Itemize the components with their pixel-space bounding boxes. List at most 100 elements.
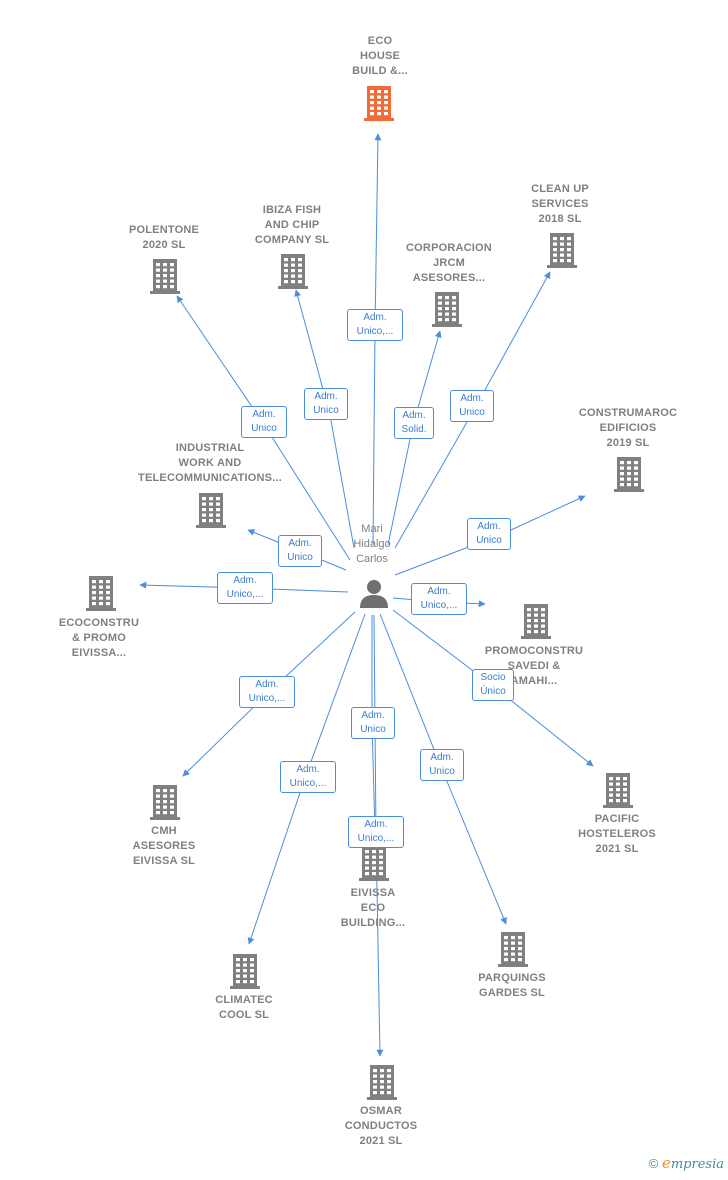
relation-label-corporacion[interactable]: Adm. Solid. xyxy=(394,407,434,439)
company-label-line: CONDUCTOS xyxy=(344,1120,418,1132)
building-icon[interactable] xyxy=(430,291,464,327)
company-label-line: SERVICES xyxy=(531,198,589,210)
relation-label-line: Adm. xyxy=(361,710,385,721)
company-label-line: WORK AND xyxy=(178,457,242,469)
relation-label-line: Único xyxy=(480,686,506,697)
relation-label-line: Adm. xyxy=(255,679,279,690)
company-label-line: AND CHIP xyxy=(264,219,320,231)
company-label-line: IBIZA FISH xyxy=(262,204,322,216)
company-label-line: POLENTONE xyxy=(128,224,200,236)
company-label-line: EIVISSA xyxy=(350,887,396,899)
building-icon[interactable] xyxy=(148,258,182,294)
relation-label-climatec[interactable]: Adm. Unico,... xyxy=(280,761,336,793)
relation-label-polentone[interactable]: Adm. Unico xyxy=(241,406,287,438)
relation-label-line: Unico,... xyxy=(356,326,394,337)
relation-label-line: Unico xyxy=(251,423,277,434)
relation-label-line: Solid. xyxy=(401,424,427,435)
company-label-line: BUILDING... xyxy=(340,917,406,929)
relation-label-parquings[interactable]: Adm.Unico xyxy=(420,749,464,781)
company-label-line: 2018 SL xyxy=(538,213,582,225)
relation-label-line: Socio xyxy=(480,672,506,683)
company-label-line: 2019 SL xyxy=(606,437,650,449)
brand-initial: e xyxy=(661,1154,671,1172)
company-label-line: HOSTELEROS xyxy=(578,828,656,840)
company-label-line: JRCM xyxy=(433,257,465,269)
company-label-ecoconstru[interactable]: ECOCONSTRU & PROMO EIVISSA... xyxy=(19,616,179,661)
building-icon[interactable] xyxy=(84,575,118,611)
company-label-line: GARDES SL xyxy=(479,987,545,999)
building-icon[interactable] xyxy=(357,845,391,881)
relation-label-osmar[interactable]: Adm.Unico,... xyxy=(348,816,404,848)
relation-label-line: Unico,... xyxy=(289,778,327,789)
relation-label-line: Adm. xyxy=(288,538,312,549)
company-label-line: ASESORES xyxy=(132,840,196,852)
company-label-line: BUILD &... xyxy=(352,65,408,77)
relation-label-eco-house[interactable]: Adm.Unico,... xyxy=(347,309,403,341)
relation-label-ibiza-fish[interactable]: Adm.Unico xyxy=(304,388,348,420)
building-icon[interactable] xyxy=(148,784,182,820)
building-icon[interactable] xyxy=(519,603,553,639)
company-label-line: COMPANY SL xyxy=(254,234,330,246)
relation-label-line: Adm. xyxy=(252,409,276,420)
relation-label-line: Unico xyxy=(287,552,313,563)
relation-label-line: Adm. xyxy=(477,521,501,532)
relation-label-line: Adm. xyxy=(314,391,338,402)
person-icon[interactable] xyxy=(358,578,390,610)
relation-label-line: Unico xyxy=(429,766,455,777)
building-icon[interactable] xyxy=(194,492,228,528)
company-label-ibiza-fish[interactable]: IBIZA FISH AND CHIP COMPANY SL xyxy=(212,203,372,248)
company-label-line: PACIFIC xyxy=(594,813,640,825)
building-icon[interactable] xyxy=(276,253,310,289)
company-label-line: ECO xyxy=(360,902,386,914)
relation-label-eivissa-eco[interactable]: Adm. Unico xyxy=(351,707,395,739)
building-icon[interactable] xyxy=(496,931,530,967)
company-label-line: EIVISSA SL xyxy=(132,855,196,867)
company-label-line: EIVISSA... xyxy=(71,647,127,659)
relation-label-line: Unico xyxy=(360,724,386,735)
building-icon[interactable] xyxy=(601,772,635,808)
relation-label-line: Adm. xyxy=(402,410,426,421)
company-label-line: CLIMATEC xyxy=(215,994,273,1006)
company-label-line: SAVEDI & xyxy=(507,660,561,672)
center-name-line: Hidalgo xyxy=(353,538,391,550)
company-label-climatec[interactable]: CLIMATEC COOL SL xyxy=(164,993,324,1023)
company-label-line: COOL SL xyxy=(218,1009,270,1021)
relation-label-line: Unico,... xyxy=(226,589,264,600)
relation-label-promoconstru[interactable]: Adm.Unico,... xyxy=(411,583,467,615)
relation-label-construmaroc[interactable]: Adm.Unico xyxy=(467,518,511,550)
company-label-eivissa-eco[interactable]: EIVISSA ECO BUILDING... xyxy=(293,886,453,931)
company-label-line: ECOCONSTRU xyxy=(58,617,140,629)
company-label-line: EDIFICIOS xyxy=(599,422,657,434)
relation-label-line: Adm. xyxy=(296,764,320,775)
relation-label-line: Unico,... xyxy=(248,693,286,704)
center-person-label[interactable]: Mari Hidalgo Carlos xyxy=(332,522,412,567)
relation-label-clean-up[interactable]: Adm.Unico xyxy=(450,390,494,422)
company-label-line: TELECOMMUNICATIONS... xyxy=(138,472,282,484)
company-label-line: ASESORES... xyxy=(412,272,486,284)
company-label-line: 2021 SL xyxy=(595,843,639,855)
relation-label-line: Adm. xyxy=(460,393,484,404)
building-icon[interactable] xyxy=(362,85,396,121)
company-label-pacific[interactable]: PACIFIC HOSTELEROS 2021 SL xyxy=(537,812,697,857)
building-icon[interactable] xyxy=(365,1064,399,1100)
building-icon[interactable] xyxy=(228,953,262,989)
relation-label-cmh[interactable]: Adm. Unico,... xyxy=(239,676,295,708)
empresia-brand[interactable]: © empresia xyxy=(649,1154,724,1172)
relation-label-ecoconstru[interactable]: Adm.Unico,... xyxy=(217,572,273,604)
building-icon[interactable] xyxy=(545,232,579,268)
company-label-line: & PROMO xyxy=(72,632,126,644)
relation-label-line: Adm. xyxy=(427,586,451,597)
building-icon[interactable] xyxy=(612,456,646,492)
relation-label-industrial[interactable]: Adm. Unico xyxy=(278,535,322,567)
